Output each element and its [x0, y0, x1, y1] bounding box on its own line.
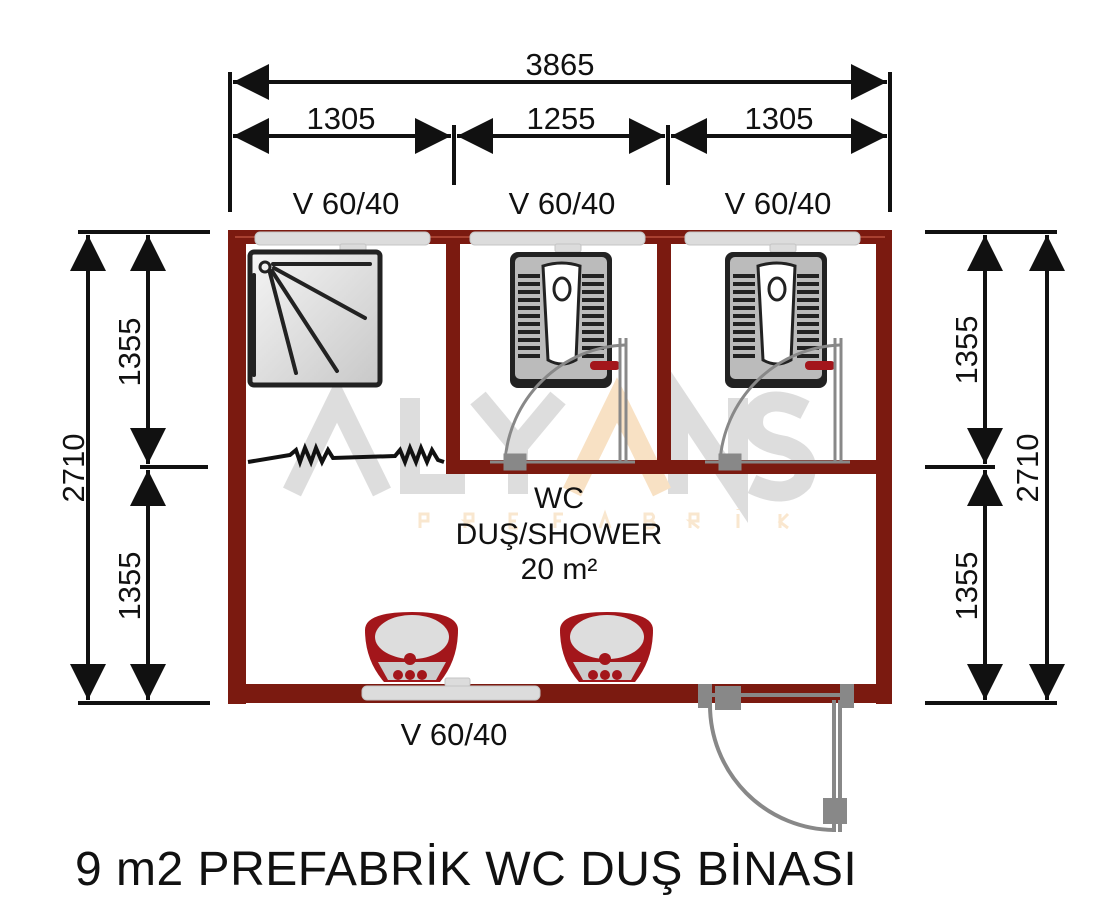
- right-depth-segment-2: 1355: [949, 552, 984, 621]
- window-label-1: V 60/40: [293, 186, 400, 221]
- urinal-1-icon: [365, 612, 458, 682]
- top-windows: [254, 231, 861, 253]
- window-label-3: V 60/40: [725, 186, 832, 221]
- shower-curtain-icon: [247, 442, 445, 469]
- right-dimensions: [925, 230, 1065, 705]
- top-dimensions: [228, 64, 892, 212]
- left-depth-segment-1: 1355: [112, 318, 147, 387]
- right-depth-segment-1: 1355: [949, 316, 984, 385]
- urinal-2-icon: [560, 612, 653, 682]
- bottom-window: [361, 677, 541, 701]
- entrance-door-icon[interactable]: [698, 684, 854, 832]
- width-segment-3: 1305: [745, 101, 814, 136]
- squat-toilet-2-icon: [725, 252, 835, 388]
- window-label-2: V 60/40: [509, 186, 616, 221]
- room-label-wc: WC: [534, 482, 584, 515]
- squat-toilet-1-icon: [510, 252, 620, 388]
- right-total-depth: 2710: [1010, 434, 1045, 503]
- room-area: 20 m²: [521, 553, 598, 586]
- left-depth-segment-2: 1355: [112, 552, 147, 621]
- width-segment-2: 1255: [527, 101, 596, 136]
- shower-tray-icon: [247, 249, 383, 388]
- room-label-shower: DUŞ/SHOWER: [456, 518, 663, 551]
- cubicle-door-1-icon: [490, 338, 635, 471]
- width-segment-1: 1305: [307, 101, 376, 136]
- page-title: 9 m2 PREFABRİK WC DUŞ BİNASI: [75, 843, 858, 896]
- window-label-bottom: V 60/40: [401, 717, 508, 752]
- left-dimensions: [70, 230, 210, 705]
- cubicle-door-2-icon: [705, 338, 850, 471]
- total-width-label: 3865: [526, 47, 595, 82]
- left-total-depth: 2710: [56, 434, 91, 503]
